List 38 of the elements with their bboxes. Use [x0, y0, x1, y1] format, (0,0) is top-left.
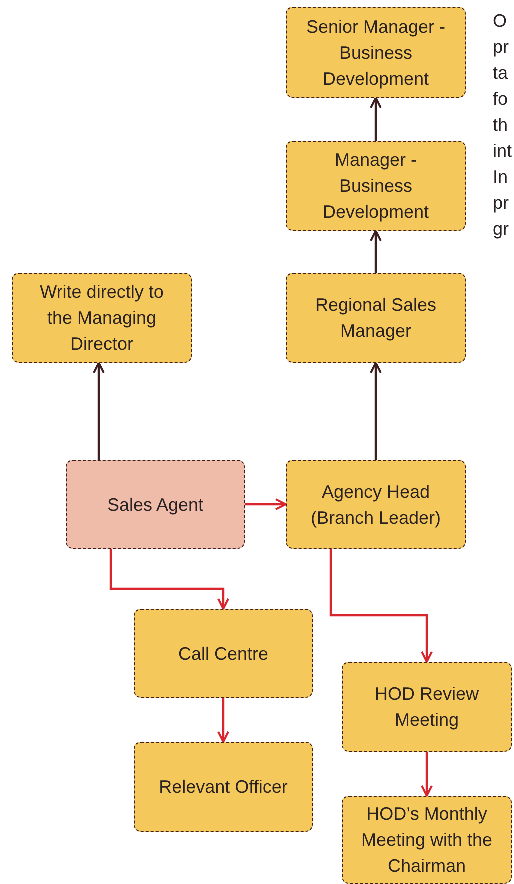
box-label: Relevant Officer [158, 776, 289, 799]
box-label: HOD’s Monthly Meeting with the Chairman [360, 803, 494, 878]
box-label: HOD Review Meeting [374, 683, 480, 732]
box-label: Senior Manager - Business Development [305, 16, 447, 91]
box-label: Write directly to the Managing Director [39, 281, 165, 356]
process-box [286, 273, 466, 363]
arrow [370, 97, 382, 141]
paragraph-fragment: pr [493, 36, 510, 59]
process-box [342, 796, 512, 884]
box-label: Sales Agent [106, 494, 205, 517]
paragraph-fragment: gr [493, 218, 510, 241]
arrow [93, 362, 105, 460]
arrow [330, 549, 433, 663]
process-box [66, 460, 245, 549]
process-box [12, 273, 192, 363]
arrow [218, 698, 230, 743]
arrow [245, 498, 287, 510]
paragraph-fragment: pr [493, 192, 510, 215]
process-box [286, 460, 466, 549]
paragraph-fragment: O [493, 10, 508, 33]
process-box [134, 609, 313, 698]
arrow [370, 230, 382, 273]
process-box [134, 742, 313, 832]
process-box [342, 662, 512, 752]
arrow [370, 362, 382, 460]
process-box [286, 141, 466, 231]
paragraph-fragment: fo [493, 88, 508, 111]
paragraph-fragment: th [493, 114, 508, 137]
box-label: Manager - Business Development [322, 149, 430, 224]
process-box [286, 7, 466, 98]
box-label: Regional Sales Manager [314, 294, 438, 343]
paragraph-fragment: ta [493, 62, 508, 85]
arrow [110, 549, 230, 610]
box-label: Agency Head (Branch Leader) [310, 480, 442, 530]
paragraph-fragment: In [493, 166, 508, 189]
paragraph-fragment: int [493, 140, 512, 163]
arrow [421, 752, 433, 797]
box-label: Call Centre [177, 642, 270, 666]
